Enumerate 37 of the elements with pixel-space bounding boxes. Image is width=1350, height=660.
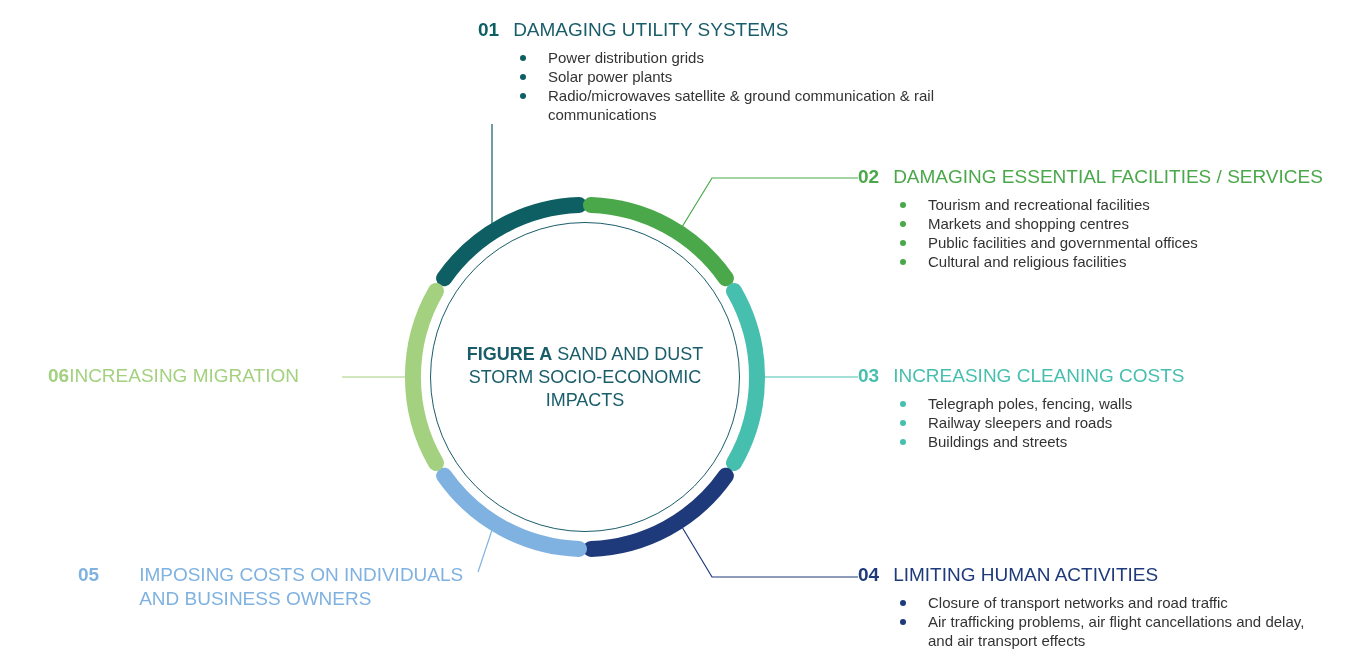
leader-line <box>763 376 859 378</box>
step-number: 01 <box>478 18 500 42</box>
ring-segment <box>583 467 734 557</box>
step-number: 06 <box>48 364 70 388</box>
step-number: 03 <box>858 364 880 388</box>
step-number: 04 <box>858 563 880 587</box>
bullet-text: Closure of transport networks and road traffic <box>928 593 1228 612</box>
step-number: 05 <box>78 563 100 587</box>
ring-segment <box>436 197 587 287</box>
bullet-text: Tourism and recreational facilities <box>928 195 1150 214</box>
leader-line <box>681 177 859 228</box>
bullet-text: Buildings and streets <box>928 432 1068 451</box>
leader-line <box>681 526 859 578</box>
bullet-text: Radio/microwaves satellite & ground communication & rail communications <box>548 86 935 124</box>
bullet-text: Public facilities and governmental offices <box>928 233 1198 252</box>
impact-heading: DAMAGING ESSENTIAL FACILITIES / SERVICES <box>893 165 1323 189</box>
diagram-heading: FIGURE A SAND AND DUST STORM SOCIO-ECONOMIC IMPACTS <box>465 342 705 412</box>
leader-line <box>477 529 493 573</box>
ring-segment <box>436 467 587 557</box>
bullet-text: Markets and shopping centres <box>928 214 1129 233</box>
bullet-text: Solar power plants <box>548 67 673 86</box>
bullet-text: Telegraph poles, fencing, walls <box>928 394 1133 413</box>
bullet-text: Railway sleepers and roads <box>928 413 1113 432</box>
leader-line <box>341 376 407 378</box>
impact-heading: DAMAGING UTILITY SYSTEMS <box>513 18 789 42</box>
step-number: 02 <box>858 165 880 189</box>
bullet-text: Air trafficking problems, air flight cancellations and delay, and air transport effects <box>928 612 1306 650</box>
ring-segment <box>726 283 765 471</box>
impact-heading: INCREASING CLEANING COSTS <box>893 364 1185 388</box>
impact-heading: LIMITING HUMAN ACTIVITIES <box>893 563 1159 587</box>
leader-line <box>491 123 493 225</box>
ring-segment <box>583 197 734 287</box>
impact-heading: INCREASING MIGRATION <box>69 364 299 388</box>
impact-heading: IMPOSING COSTS ON INDIVIDUALS AND BUSINESS OWNERS <box>139 563 465 611</box>
bullet-text: Cultural and religious facilities <box>928 252 1127 271</box>
ring-segment <box>405 283 444 471</box>
bullet-text: Power distribution grids <box>548 48 704 67</box>
